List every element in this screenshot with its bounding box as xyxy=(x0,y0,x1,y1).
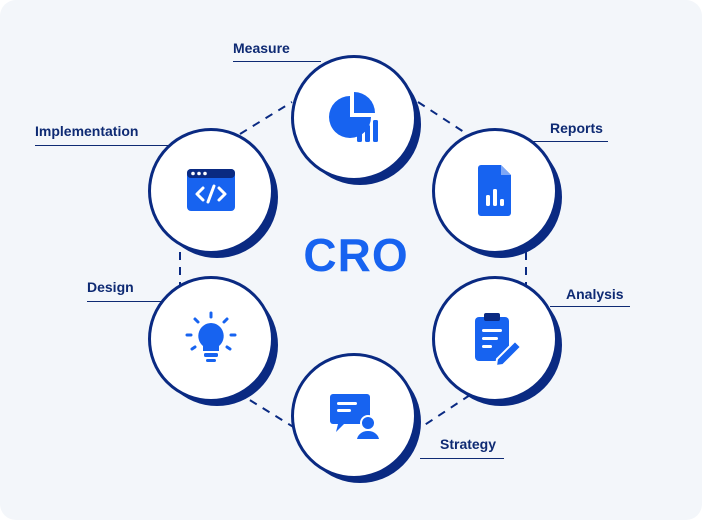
label-underline xyxy=(233,61,321,62)
connector-measure-reports xyxy=(417,101,471,137)
pie-chart-icon xyxy=(329,92,378,142)
cro-title: CRO xyxy=(303,229,409,281)
document-chart-icon xyxy=(478,165,511,216)
connector-analysis-strategy xyxy=(419,394,471,429)
code-window-icon xyxy=(187,169,235,211)
lightbulb-icon xyxy=(185,311,237,362)
label-reports: Reports xyxy=(550,120,603,136)
label-strategy: Strategy xyxy=(440,436,497,452)
clipboard-edit-icon xyxy=(475,313,523,368)
label-underline xyxy=(87,301,163,302)
label-design: Design xyxy=(87,279,134,295)
label-underline xyxy=(530,141,608,142)
node-implementation xyxy=(148,128,278,258)
label-underline xyxy=(550,306,630,307)
node-reports xyxy=(432,128,562,258)
label-underline xyxy=(420,458,504,459)
presentation-person-icon xyxy=(330,394,382,441)
label-measure: Measure xyxy=(233,40,290,56)
label-analysis: Analysis xyxy=(566,286,624,302)
node-strategy xyxy=(291,353,421,483)
node-design xyxy=(148,276,278,406)
label-underline xyxy=(35,145,170,146)
node-disc xyxy=(432,276,558,402)
node-measure xyxy=(291,55,421,185)
connector-implementation-measure xyxy=(239,101,293,135)
node-analysis xyxy=(432,276,562,406)
connector-strategy-design xyxy=(239,393,296,429)
label-implementation: Implementation xyxy=(35,123,139,139)
